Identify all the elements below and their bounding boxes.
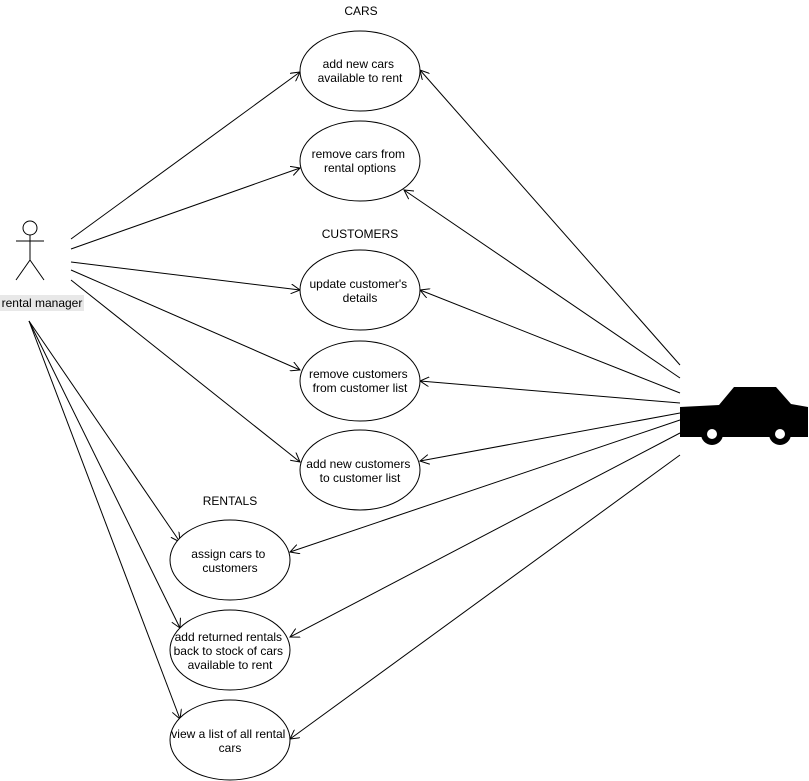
use-case-label-line: from customer list [313,381,408,395]
use-case-update-customer: update customer's details [299,249,421,331]
use-case-label-line: remove cars from [312,147,405,161]
svg-text:remove customers from cu: remove customers from customer list [309,367,411,395]
svg-text:add returned rentals ba: add returned rentals back to stock of ca… [174,630,287,672]
assoc-car-add-returned [290,432,681,637]
use-case-label-line: customers [202,561,257,575]
assoc-car-assign-cars [290,419,681,552]
assoc-manager-remove-cars [70,168,300,250]
use-case-label-line: update customer's [309,277,407,291]
assoc-car-update-customer [420,290,681,394]
assoc-manager-update-customer [70,261,300,290]
use-case-label-line: to customer list [320,471,401,485]
assoc-car-add-customers [420,412,681,461]
assoc-car-view-list [290,454,681,739]
use-case-label-line: rental options [324,161,396,175]
assoc-manager-remove-customers [70,269,300,370]
use-case-label-line: add returned rentals [175,630,282,644]
assoc-car-add-cars [420,70,681,366]
use-case-label-line: remove customers [309,367,408,381]
actor-label-highlight [0,295,84,311]
rental-manager-actor: rental manager [0,220,84,311]
assoc-manager-add-returned [28,320,180,628]
use-case-remove-customers: remove customers from customer list [299,340,421,422]
use-case-label-line: available to rent [188,658,273,672]
use-case-label-line: assign cars to [191,547,265,561]
manager-associations [28,72,300,719]
svg-text:update customer's detail: update customer's details [309,277,410,305]
assoc-manager-view-list [28,320,180,719]
assoc-manager-add-cars [70,72,300,240]
svg-text:view a list of all rental: view a list of all rental cars [171,727,288,755]
svg-text:remove cars from rental: remove cars from rental options [312,147,409,175]
use-case-label-line: add new cars [323,57,394,71]
use-case-assign-cars: assign cars to customers [169,519,291,601]
car-associations [290,70,681,739]
assoc-car-remove-customers [420,381,681,404]
use-case-add-returned-rentals: add returned rentals back to stock of ca… [169,609,291,691]
assoc-car-remove-cars [404,190,681,379]
svg-text:add new cars available t: add new cars available to rent [318,57,403,85]
use-case-label-line: details [343,291,378,305]
use-case-add-customers: add new customers to customer list [299,429,421,511]
use-case-label-line: back to stock of cars [174,644,283,658]
use-case-add-cars: add new cars available to rent [299,30,421,112]
svg-text:add new customers to cus: add new customers to customer list [306,457,413,485]
use-case-label-line: view a list of all rental [171,727,285,741]
rentals-group-title: RENTALS [203,494,257,508]
stick-figure-icon [15,220,45,281]
svg-text:assign cars to customers: assign cars to customers [191,547,268,575]
use-case-label-line: cars [219,741,242,755]
cars-group-title: CARS [344,4,377,18]
use-case-remove-cars: remove cars from rental options [299,120,421,202]
use-case-label-line: available to rent [318,71,403,85]
car-icon [680,387,808,445]
customers-group-title: CUSTOMERS [322,227,398,241]
assoc-manager-assign-cars [28,320,180,542]
use-case-view-rental-cars: view a list of all rental cars [169,699,291,781]
assoc-manager-add-customers [70,279,300,462]
rental-manager-label: rental manager [2,296,83,310]
use-case-label-line: add new customers [306,457,410,471]
